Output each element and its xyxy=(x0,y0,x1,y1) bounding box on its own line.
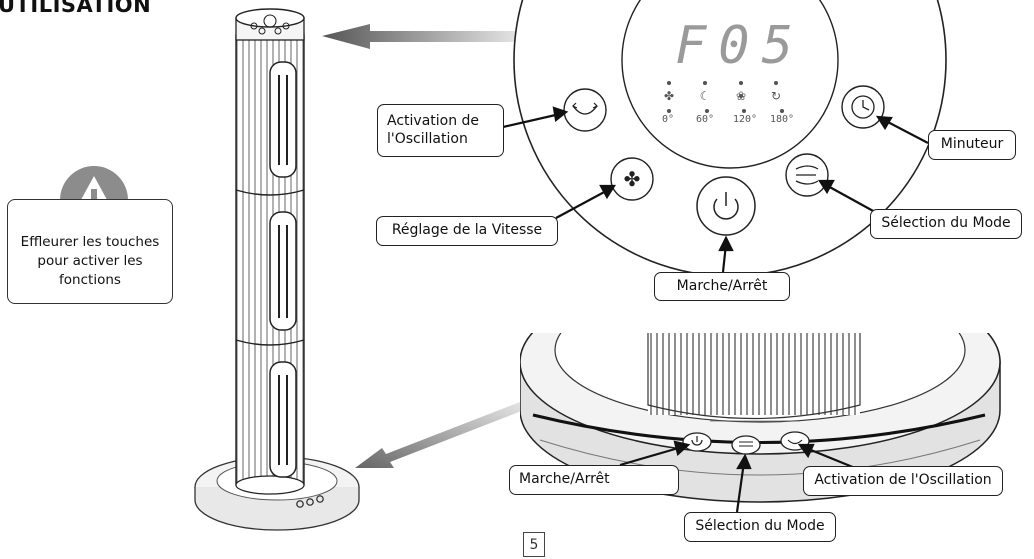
svg-text:☾: ☾ xyxy=(700,89,711,103)
note-line: Effleurer les touches xyxy=(20,234,160,250)
page-title: UTILISATION xyxy=(0,0,152,17)
timer-button[interactable] xyxy=(841,85,885,129)
svg-text:✤: ✤ xyxy=(624,167,641,191)
note-line: fonctions xyxy=(59,271,121,288)
note-line: pour activer les xyxy=(37,252,143,269)
tower-fan xyxy=(194,8,360,531)
label-base-oscillation: Activation de l'Oscillation xyxy=(803,466,1003,496)
svg-text:↻: ↻ xyxy=(771,89,781,103)
control-panel xyxy=(513,0,947,277)
label-vitesse: Réglage de la Vitesse xyxy=(376,216,558,246)
label-oscillation: Activation de l'Oscillation xyxy=(377,104,504,157)
label-mode: Sélection du Mode xyxy=(870,209,1022,239)
label-base-marche: Marche/Arrêt xyxy=(509,465,679,495)
mode-icons: ✤ ☾ ❀ ↻ xyxy=(664,89,781,103)
svg-text:❀: ❀ xyxy=(736,89,746,103)
label-oscillation-line2: l'Oscillation xyxy=(387,130,468,147)
svg-text:✤: ✤ xyxy=(664,89,674,103)
mode-button[interactable] xyxy=(785,153,829,197)
power-button[interactable] xyxy=(696,176,756,236)
page-number: 5 xyxy=(523,532,545,557)
angle-label: 120° xyxy=(733,114,758,125)
speed-button[interactable]: ✤ xyxy=(610,157,654,201)
arrow-to-base xyxy=(355,402,524,468)
base-closeup xyxy=(520,333,1001,503)
angle-label: 180° xyxy=(770,114,795,125)
label-marche: Marche/Arrêt xyxy=(654,272,790,301)
oscillation-button[interactable] xyxy=(563,88,607,132)
label-minuteur: Minuteur xyxy=(928,130,1016,160)
label-base-mode: Sélection du Mode xyxy=(684,512,836,542)
arrow-to-panel xyxy=(322,24,520,49)
base-power-button[interactable] xyxy=(682,432,712,452)
angle-label: 60° xyxy=(696,114,715,125)
angle-label: 0° xyxy=(662,114,675,125)
note-box: Effleurer les touches pour activer les f… xyxy=(7,199,173,304)
label-oscillation-line1: Activation de xyxy=(387,113,480,129)
digital-display: F05 xyxy=(675,16,805,76)
base-mode-button[interactable] xyxy=(731,435,761,455)
